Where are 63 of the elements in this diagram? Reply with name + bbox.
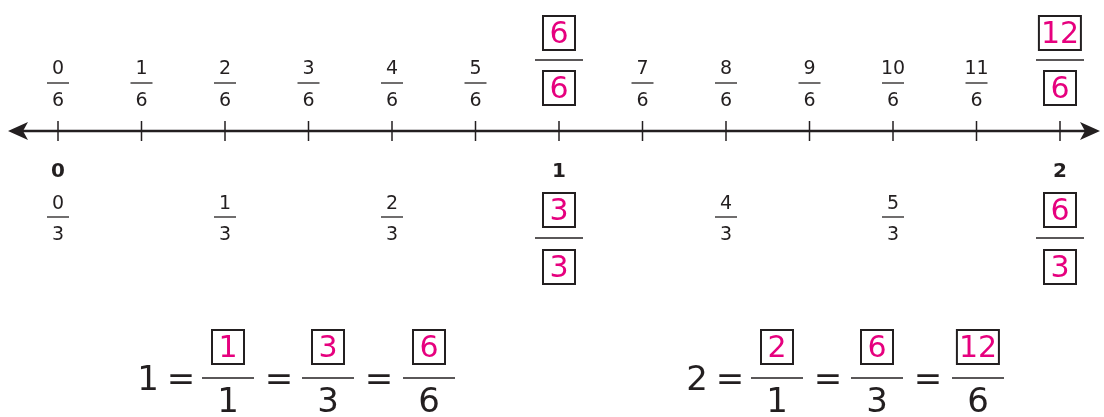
numeral: 1 [137,361,159,395]
fraction-numeral: 0 [51,57,65,77]
equals-sign: = [364,361,394,395]
numeral: 1 [217,383,239,417]
numeral: 2 [686,361,708,395]
equals-sign: = [264,361,294,395]
fraction-numeral: 6 [385,89,399,109]
answer-box: 3 [542,249,576,285]
answer-box: 6 [542,15,576,51]
fraction-numeral: 4 [385,57,399,77]
equals-sign: = [715,361,745,395]
answer-box: 2 [760,329,794,365]
answer-box: 3 [542,192,576,228]
fraction-numeral: 6 [886,89,900,109]
whole-number: 1 [552,160,566,180]
fraction-numeral: 3 [719,223,733,243]
answer-box: 12 [955,329,1001,365]
fraction-numeral: 4 [719,192,733,212]
fraction-numeral: 8 [719,57,733,77]
fraction-numeral: 6 [970,89,983,109]
fraction-numeral: 6 [803,89,816,109]
fraction-numeral: 3 [302,57,315,77]
numeral: 1 [766,383,788,417]
answer-box: 6 [542,70,576,106]
answer-box: 1 [211,329,245,365]
fraction-numeral: 6 [218,89,232,109]
fraction-numeral: 6 [636,89,649,109]
equals-sign: = [813,361,843,395]
fraction-numeral: 2 [385,192,399,212]
fraction-numeral: 10 [880,57,906,77]
fraction-numeral: 6 [51,89,65,109]
answer-box: 3 [311,329,345,365]
fraction-numeral: 1 [135,57,148,77]
fraction-numeral: 6 [302,89,315,109]
whole-number: 0 [51,160,65,180]
numeral: 6 [967,383,989,417]
fraction-numeral: 6 [469,89,482,109]
equals-sign: = [166,361,196,395]
fraction-numeral: 3 [385,223,399,243]
fraction-numeral: 5 [469,57,482,77]
fraction-numeral: 6 [135,89,148,109]
fraction-numeral: 3 [218,223,232,243]
answer-box: 6 [1043,70,1077,106]
equals-sign: = [913,361,943,395]
answer-box: 6 [1043,192,1077,228]
fraction-numeral: 7 [636,57,649,77]
fraction-numeral: 3 [51,223,65,243]
answer-box: 3 [1043,249,1077,285]
numeral: 3 [866,383,888,417]
fraction-numeral: 2 [218,57,232,77]
fraction-numeral: 5 [886,192,900,212]
numeral: 3 [317,383,339,417]
numeral: 6 [418,383,440,417]
answer-box: 12 [1037,15,1083,51]
whole-number: 2 [1053,160,1067,180]
fraction-numeral: 11 [964,57,989,77]
fraction-numeral: 9 [803,57,816,77]
answer-box: 6 [412,329,446,365]
fraction-numeral: 3 [886,223,900,243]
fraction-numeral: 6 [719,89,733,109]
fraction-numeral: 1 [218,192,232,212]
answer-box: 6 [860,329,894,365]
fraction-numeral: 0 [51,192,65,212]
